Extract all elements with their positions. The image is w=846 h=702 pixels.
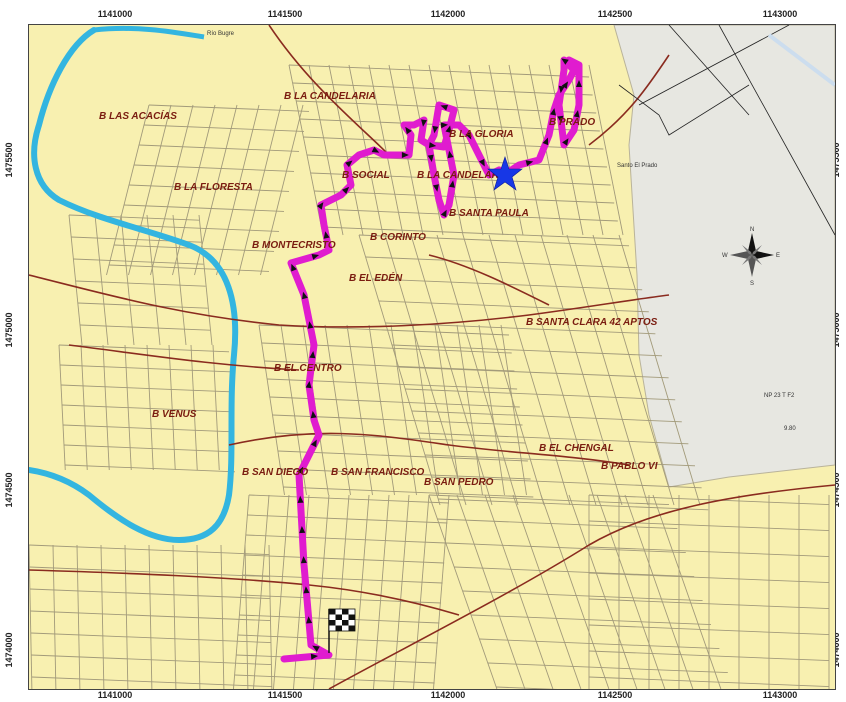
route-arrow (309, 350, 316, 359)
route-arrow (311, 254, 320, 260)
river-branch (93, 25, 205, 40)
neighborhood-label: B LA CANDELARIA (284, 91, 376, 102)
route-arrow (561, 58, 569, 65)
neighborhood-label: B VENUS (152, 409, 197, 420)
route-arrow (558, 85, 565, 94)
neighborhood-label: B PABLO VI (601, 461, 658, 472)
route-arrow (542, 137, 549, 146)
compass-rose-icon: N S E W (722, 227, 780, 287)
route-arrow (307, 321, 314, 329)
route-arrow (342, 186, 350, 194)
route-arrow (525, 160, 534, 167)
x-tick-bottom: 1143000 (762, 690, 798, 700)
route-arrow (432, 125, 439, 134)
landmark-label: Santo El Prado (617, 163, 658, 169)
route-arrow (312, 645, 320, 652)
major-roads (29, 25, 835, 689)
route-arrow (573, 110, 580, 118)
route-arrow (297, 466, 304, 475)
route-arrow (405, 126, 412, 135)
neighborhood-label: B CORINTO (370, 232, 426, 243)
route-arrow (300, 556, 307, 564)
river (29, 27, 239, 544)
x-tick-top: 1143000 (762, 9, 798, 19)
route-arrow (291, 263, 297, 272)
neighborhood-label: B SAN PEDRO (424, 477, 494, 488)
neighborhood-label: B LAS ACACÍAS (99, 109, 177, 122)
route-arrow (465, 131, 472, 140)
y-tick-left: 1474500 (4, 472, 14, 508)
compass-east: E (776, 253, 780, 259)
route-arrow (557, 115, 564, 124)
neighborhood-label: B SOCIAL (342, 170, 390, 181)
route-arrow (478, 158, 485, 167)
zone-code-label: NP 23 T F2 (764, 393, 795, 399)
compass-south: S (750, 281, 754, 287)
route-arrow (371, 146, 380, 153)
y-tick-left: 1475500 (4, 142, 14, 178)
x-tick-bottom: 1141000 (97, 690, 133, 700)
route-arrow (302, 291, 308, 300)
map-canvas[interactable]: Río Bugre (28, 24, 836, 690)
neighborhood-label: B PRADO (549, 117, 595, 128)
route-arrow (448, 180, 455, 188)
x-tick-top: 1141500 (267, 9, 303, 19)
route-arrow (316, 202, 324, 210)
route-arrow (440, 104, 449, 111)
route-arrow (428, 142, 437, 149)
route-arrow (576, 80, 582, 88)
x-tick-bottom: 1142500 (597, 690, 633, 700)
compass-west: W (722, 253, 728, 259)
checkered-flag-icon (328, 608, 356, 653)
x-tick-top: 1141000 (97, 9, 133, 19)
route-arrow (433, 184, 439, 192)
route-arrow (299, 525, 306, 534)
neighborhood-label: B EL CHENGAL (539, 443, 614, 454)
x-tick-top: 1142500 (597, 9, 633, 19)
route-arrow (401, 152, 409, 158)
neighborhood-label: B LA FLORESTA (174, 182, 253, 193)
open-zone-area (613, 25, 835, 488)
route-arrow (310, 653, 319, 660)
route-arrow (297, 495, 304, 503)
route-arrow (427, 154, 434, 163)
y-tick-left: 1475000 (4, 312, 14, 348)
route-arrow (440, 122, 449, 129)
neighborhood-label: B EL CENTRO (274, 363, 342, 374)
route-arrow (440, 209, 447, 218)
compass-north: N (750, 227, 754, 233)
y-tick-left: 1474000 (4, 632, 14, 668)
zone-number-label: 9.80 (784, 426, 796, 432)
route-arrow (561, 81, 569, 89)
highway-lines (618, 25, 835, 236)
x-tick-top: 1142000 (430, 9, 466, 19)
route-arrow (310, 439, 317, 448)
route-arrow (550, 108, 556, 116)
x-tick-bottom: 1142000 (430, 690, 466, 700)
x-tick-bottom: 1141500 (267, 690, 303, 700)
neighborhood-label: B SANTA PAULA (449, 208, 529, 219)
neighborhood-label: B SAN DIEGO (242, 467, 308, 478)
neighborhood-label: B SAN FRANCISCO (331, 467, 425, 478)
route-arrow (345, 160, 353, 168)
route-arrow (447, 150, 454, 159)
route-arrow (445, 125, 452, 133)
neighborhood-label: B LA GLORIA (449, 129, 514, 140)
route-arrow (303, 586, 310, 594)
neighborhood-label: B LA CANDELARIA (417, 170, 509, 181)
route-arrow (306, 616, 313, 624)
neighborhood-label: B SANTA CLARA 42 APTOS (526, 317, 658, 328)
route-path (280, 56, 583, 663)
route-arrow (421, 119, 427, 127)
river-label: Río Bugre (207, 31, 235, 37)
route-arrow (305, 380, 312, 389)
star-icon (487, 156, 523, 191)
route-arrow (323, 231, 330, 239)
neighborhood-label: B MONTECRISTO (252, 240, 336, 251)
route-arrow (562, 138, 569, 146)
neighborhood-label: B EL EDÉN (349, 271, 403, 284)
